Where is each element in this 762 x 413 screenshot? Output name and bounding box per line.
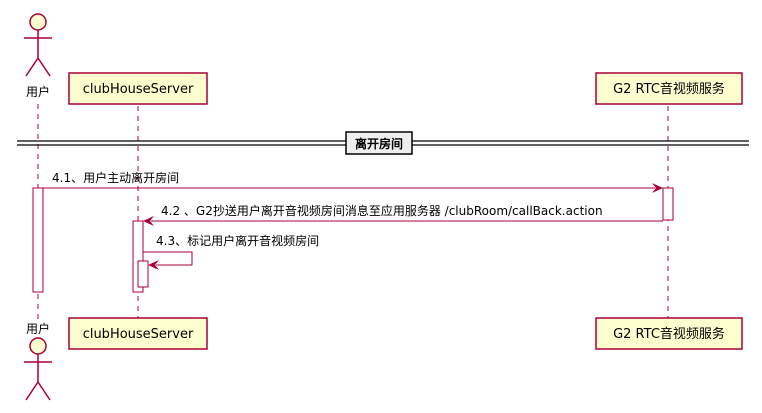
participant-rtc-label: G2 RTC音视频服务 xyxy=(613,81,725,97)
actor-user-bottom-label: 用户 xyxy=(26,321,50,336)
participant-server-top: clubHouseServer xyxy=(68,72,208,105)
actor-user-top: 用户 xyxy=(24,13,52,99)
message-4-1-label: 4.1、用户主动离开房间 xyxy=(52,170,179,185)
participant-server-bottom: clubHouseServer xyxy=(68,317,208,350)
activation-server-nested xyxy=(137,260,149,288)
participant-rtc-bottom-label: G2 RTC音视频服务 xyxy=(613,326,725,342)
actor-figure-icon xyxy=(24,13,52,77)
activation-rtc xyxy=(662,187,674,221)
actor-figure-icon xyxy=(24,337,52,401)
message-4-3: 4.3、标记用户离开音视频房间 xyxy=(143,233,319,270)
actor-user-bottom: 用户 xyxy=(24,321,52,401)
participant-server-label: clubHouseServer xyxy=(83,82,194,97)
participant-server-bottom-label: clubHouseServer xyxy=(83,327,194,342)
message-4-2-label: 4.2 、G2抄送用户离开音视频房间消息至应用服务器 /clubRoom/cal… xyxy=(161,203,603,218)
activation-server xyxy=(132,220,144,293)
message-4-2: 4.2 、G2抄送用户离开音视频房间消息至应用服务器 /clubRoom/cal… xyxy=(143,203,663,226)
section-divider: 离开房间 xyxy=(17,131,749,155)
divider-label: 离开房间 xyxy=(355,136,403,151)
message-4-3-label: 4.3、标记用户离开音视频房间 xyxy=(156,233,319,248)
activation-user xyxy=(32,187,44,293)
participant-rtc-top: G2 RTC音视频服务 xyxy=(595,72,743,105)
actor-user-label: 用户 xyxy=(26,84,50,99)
message-4-1: 4.1、用户主动离开房间 xyxy=(43,170,663,193)
participant-rtc-bottom: G2 RTC音视频服务 xyxy=(595,317,743,350)
